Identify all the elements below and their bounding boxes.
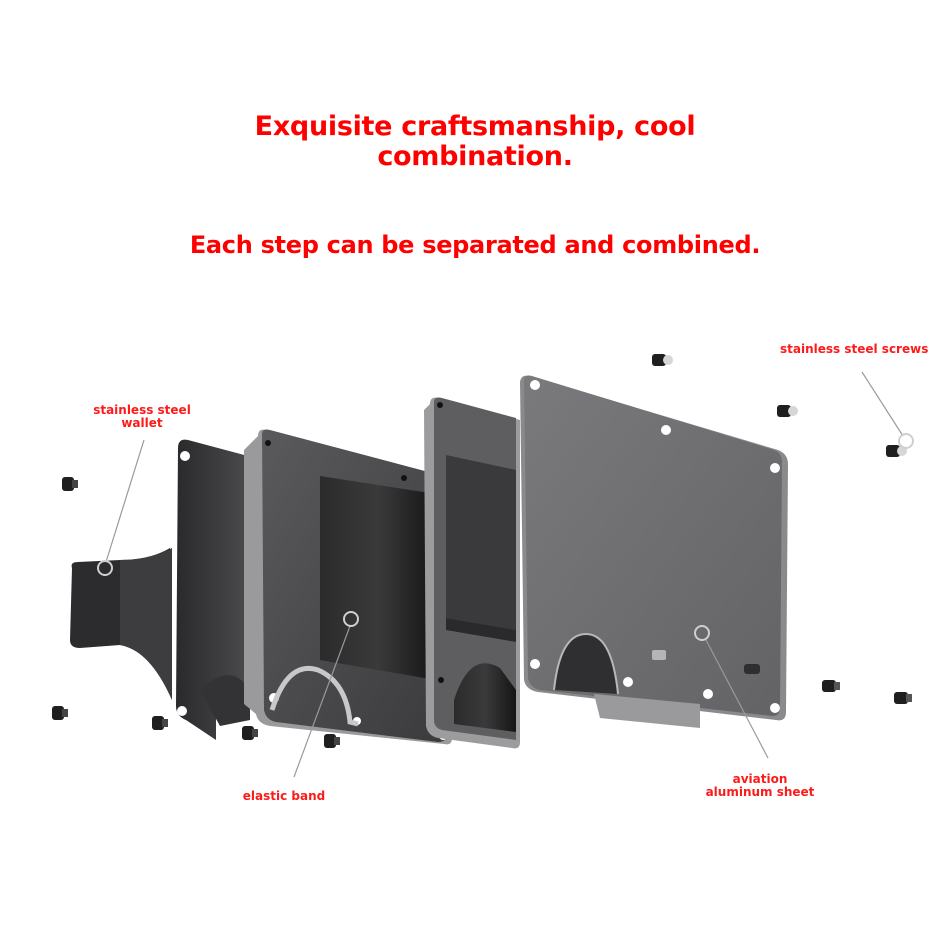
aluminum-leader-line	[705, 639, 769, 759]
screws-callout-ring	[898, 433, 914, 449]
stainless-steel-wallet-part	[70, 439, 250, 740]
headline: Exquisite craftsmanship, cool combinatio…	[0, 112, 950, 172]
headline-line-2: combination.	[377, 141, 573, 172]
screw-icon	[52, 706, 68, 720]
screw-icon	[62, 477, 78, 491]
callout-wallet-line-2: wallet	[121, 416, 163, 430]
aluminum-callout-ring	[694, 625, 710, 641]
aviation-aluminum-sheet	[520, 375, 788, 728]
subheadline: Each step can be separated and combined.	[189, 231, 761, 259]
headline-line-1: Exquisite craftsmanship, cool	[254, 111, 696, 142]
callout-aluminum-line-2: aluminum sheet	[705, 785, 815, 799]
callout-stainless-steel-screws: stainless steel screws	[780, 342, 929, 356]
callout-aluminum-line-1: aviation	[732, 772, 788, 786]
callout-wallet-line-1: stainless steel	[93, 403, 191, 417]
card-frame-plate	[424, 397, 520, 749]
screw-icon	[822, 680, 840, 692]
callout-elastic-band: elastic band	[242, 789, 326, 803]
loose-screws	[52, 354, 912, 748]
screw-icon	[152, 716, 168, 730]
wallet-leader-line	[105, 439, 145, 563]
screw-icon	[242, 726, 258, 740]
band-leader-line	[293, 625, 351, 778]
card-plate-with-foam	[244, 429, 452, 745]
screw-icon	[777, 405, 798, 417]
callout-leaders	[97, 371, 914, 778]
band-callout-ring	[343, 611, 359, 627]
screws-leader-line	[861, 371, 904, 437]
screw-icon	[324, 734, 340, 748]
callout-aviation-aluminum-sheet: aviation aluminum sheet	[700, 773, 820, 799]
screw-icon	[894, 692, 912, 704]
screw-icon	[652, 354, 673, 366]
callout-stainless-steel-wallet: stainless steel wallet	[86, 404, 198, 430]
wallet-callout-ring	[97, 560, 113, 576]
